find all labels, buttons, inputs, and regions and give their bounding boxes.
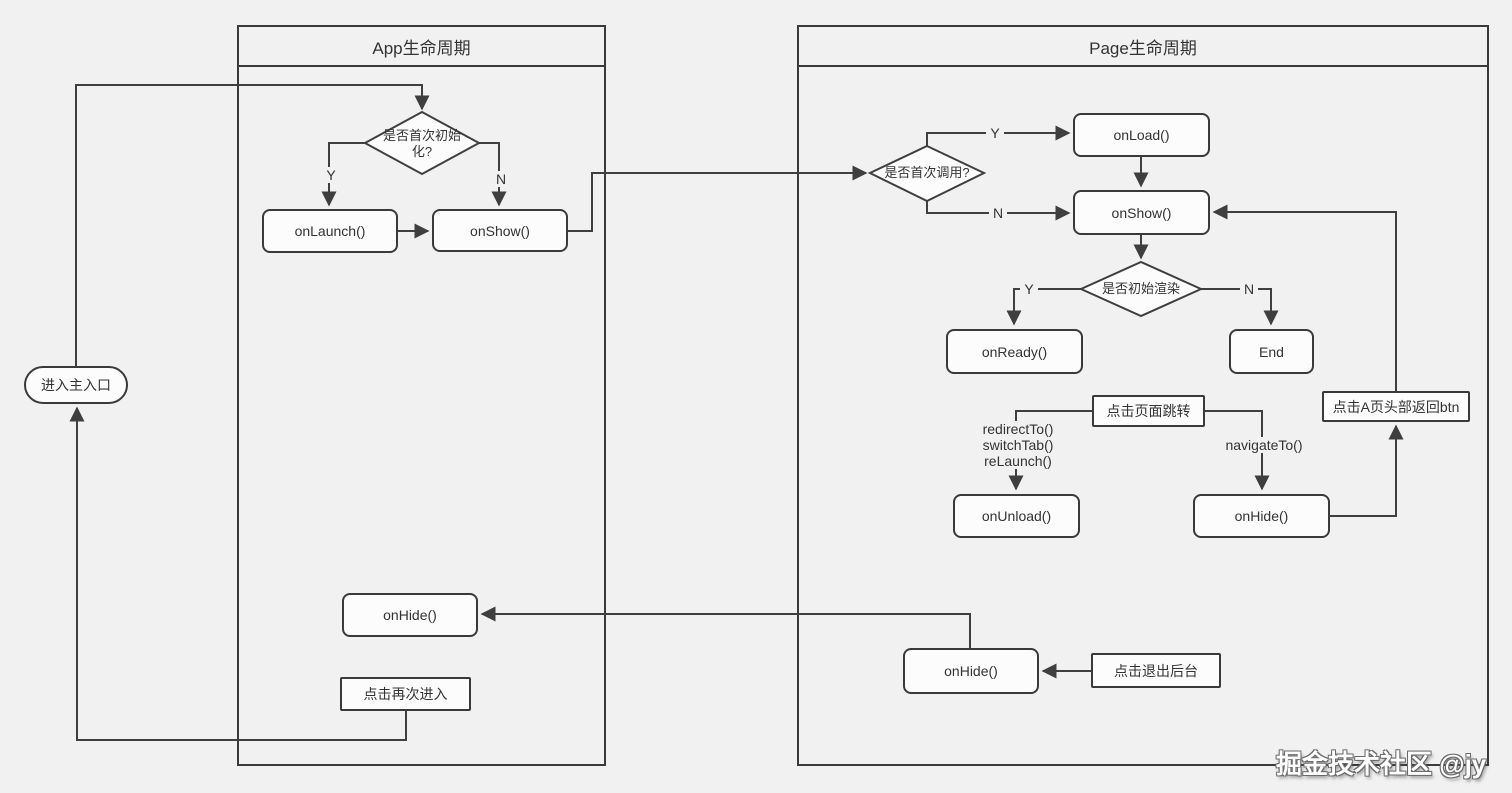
page-lifecycle-title: Page生命周期 [799, 27, 1487, 67]
page-yes-label: Y [986, 125, 1004, 141]
navigateto-label: navigateTo() [1212, 437, 1316, 453]
app-init-decision-label: 是否首次初始化? [382, 127, 461, 159]
app-no-label: N [492, 171, 510, 187]
app-yes-label: Y [322, 167, 340, 183]
onready-node: onReady() [946, 329, 1083, 374]
app-onhide-node: onHide() [342, 593, 478, 637]
back-btn-note: 点击A页头部返回btn [1322, 391, 1470, 422]
initial-render-decision-label: 是否初始渲染 [1101, 280, 1180, 296]
app-lifecycle-title: App生命周期 [239, 27, 604, 67]
onload-node: onLoad() [1073, 113, 1210, 157]
render-no-label: N [1240, 281, 1258, 297]
render-yes-label: Y [1020, 281, 1038, 297]
app-lifecycle-container: App生命周期 [237, 25, 606, 766]
jump-method-relaunch: reLaunch() [984, 453, 1052, 469]
reenter-note: 点击再次进入 [340, 677, 471, 711]
exit-background-note: 点击退出后台 [1091, 653, 1221, 688]
nav-onhide-node: onHide() [1193, 494, 1330, 538]
end-node: End [1229, 329, 1314, 374]
page-no-label: N [989, 205, 1007, 221]
app-onshow-node: onShow() [432, 209, 568, 252]
page-onhide-node: onHide() [903, 648, 1039, 694]
onlaunch-node: onLaunch() [262, 209, 398, 253]
page-lifecycle-container: Page生命周期 [797, 25, 1489, 766]
jump-method-redirectto: redirectTo() [982, 421, 1054, 437]
page-jump-note: 点击页面跳转 [1092, 395, 1205, 427]
onunload-node: onUnload() [953, 494, 1080, 538]
jump-methods-label: redirectTo() switchTab() reLaunch() [966, 421, 1070, 469]
jump-method-switchtab: switchTab() [982, 437, 1054, 453]
page-onshow-node: onShow() [1073, 190, 1210, 235]
page-first-call-decision-label: 是否首次调用? [884, 164, 970, 180]
watermark: 掘金技术社区 @jy [1276, 749, 1487, 779]
entry-node: 进入主入口 [24, 366, 128, 404]
